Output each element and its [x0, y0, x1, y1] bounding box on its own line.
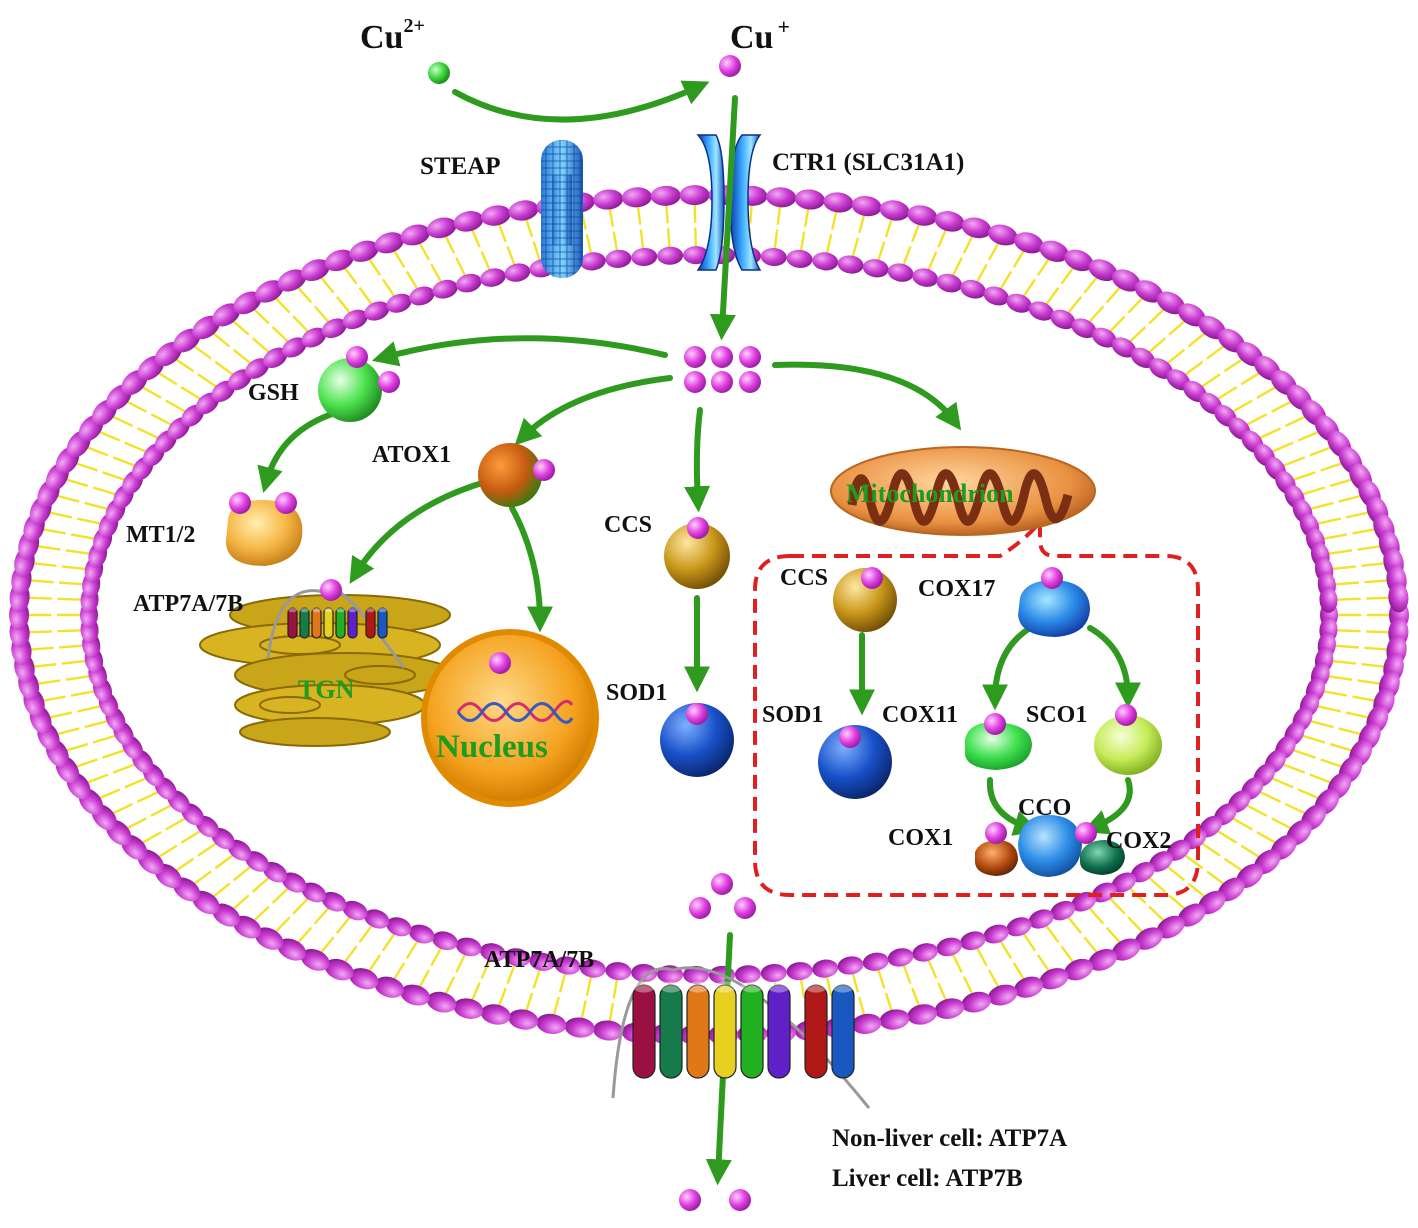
arrow-sco1-to-cox2: [1082, 777, 1133, 835]
arrow-cox11-to-cco: [986, 777, 1040, 836]
arrow-to-gsh: [371, 335, 668, 367]
atox1-protein: [478, 443, 542, 507]
cu2-base: Cu: [360, 19, 403, 56]
cu2-charge: 2+: [403, 15, 424, 37]
cox1-protein: [974, 840, 1018, 876]
cco-protein: [1018, 815, 1082, 877]
ctr1-label: CTR1 (SLC31A1): [772, 149, 964, 176]
sod1-mito-label: SOD1: [762, 702, 823, 728]
ccs-protein: [664, 523, 730, 589]
mitochondrial-region-box: [753, 516, 1200, 897]
sco1-protein: [1094, 715, 1162, 775]
ccs-mito-label: CCS: [780, 565, 828, 591]
nucleus-label: Nucleus: [436, 729, 548, 765]
tgn-label: TGN: [298, 675, 355, 704]
arrow-to-mitochondrion: [772, 361, 962, 431]
arrow-to-atox1: [514, 375, 673, 446]
mitochondrion: [830, 446, 1096, 536]
arrow-to-ccs: [684, 407, 711, 513]
atox1-label: ATOX1: [372, 442, 451, 468]
cox2-protein: [1080, 840, 1125, 875]
arrow-atox1-to-tgn: [349, 480, 485, 584]
copper-ions: [229, 55, 1137, 1211]
atp7-membrane-transporter: [611, 966, 871, 1109]
legend-line-1: Non-liver cell: ATP7A: [832, 1125, 1067, 1152]
cu2-label: Cu2+: [360, 15, 425, 56]
ctr1-channel: [696, 134, 762, 271]
cu1-label: Cu+: [730, 14, 790, 56]
arrow-atox1-to-nucleus: [509, 505, 553, 633]
mt12-protein: [225, 500, 303, 566]
cox11-protein: [964, 722, 1032, 770]
atp7-tgn-label: ATP7A/7B: [133, 591, 243, 617]
cu1-charge: +: [777, 14, 790, 39]
gsh-protein: [318, 358, 382, 422]
nucleus: [421, 629, 599, 807]
atp7-membrane-label: ATP7A/7B: [484, 947, 594, 973]
arrow-cox17-to-sco1: [1087, 625, 1141, 709]
cox2-label: COX2: [1106, 828, 1171, 854]
arrows: [257, 80, 1141, 1186]
sod1-protein: [660, 703, 734, 777]
membrane-outer-leaflet: [9, 185, 1409, 1045]
legend-line-2: Liver cell: ATP7B: [832, 1165, 1023, 1192]
mitochondrion-label: Mitochondrion: [846, 479, 1014, 508]
atp7-tgn-transporter: [266, 588, 406, 669]
mt12-label: MT1/2: [126, 522, 195, 548]
gsh-label: GSH: [248, 380, 299, 406]
cco-label: CCO: [1018, 795, 1071, 821]
cox17-label: COX17: [918, 576, 995, 602]
cu1-base: Cu: [730, 19, 773, 56]
sod1-mito-protein: [818, 725, 892, 799]
steap-protein: [541, 140, 583, 278]
arrow-gsh-to-mt: [257, 409, 341, 494]
text-labels: Cu2+ Cu+ STEAP CTR1 (SLC31A1) GSH ATOX1 …: [126, 14, 1171, 1192]
sco1-label: SCO1: [1026, 702, 1087, 728]
arrow-ctr1-into-cell: [709, 95, 738, 341]
arrow-cox17-to-cox11: [982, 625, 1033, 711]
ccs-label: CCS: [604, 512, 652, 538]
cox11-label: COX11: [882, 702, 958, 728]
cox17-protein: [1018, 580, 1090, 637]
steap-label: STEAP: [420, 153, 501, 180]
sod1-label: SOD1: [606, 680, 667, 706]
arrow-cu2-to-cu1: [452, 80, 710, 123]
cu2-ion: [428, 62, 450, 84]
cox1-label: COX1: [888, 825, 953, 851]
